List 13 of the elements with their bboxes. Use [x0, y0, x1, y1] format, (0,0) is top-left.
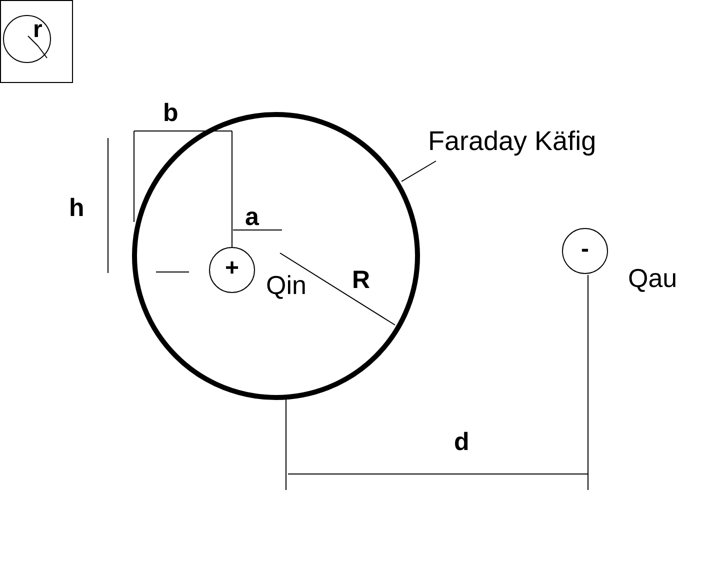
- dimension-label: d: [454, 430, 470, 455]
- charge-label: Qau: [628, 265, 678, 291]
- cage-label: Faraday Käfig: [428, 128, 596, 155]
- dimension-label: h: [69, 196, 84, 221]
- dimension-label: R: [352, 268, 370, 293]
- dimension-label: a: [245, 205, 259, 230]
- charge-label: Qin: [266, 272, 306, 298]
- charge-sign: +: [225, 256, 239, 281]
- leader-line: [401, 160, 436, 182]
- charge-sign: -: [581, 238, 589, 262]
- dimension-label: b: [163, 101, 178, 126]
- radius-label: r: [33, 18, 42, 42]
- frame-box: [0, 0, 73, 83]
